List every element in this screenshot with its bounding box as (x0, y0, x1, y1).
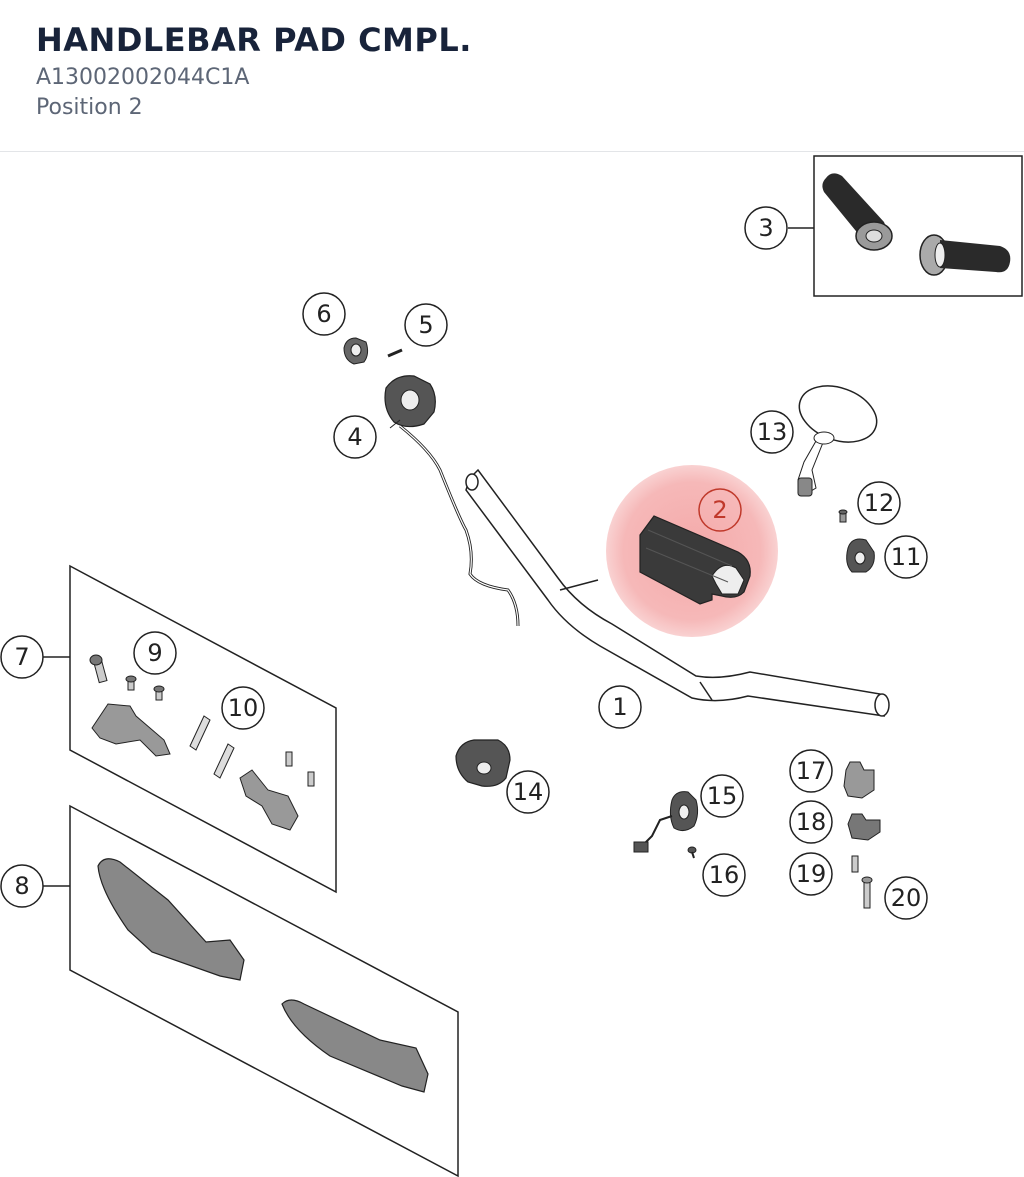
callout-label: 8 (14, 872, 29, 900)
callout-2[interactable]: 2 (698, 488, 742, 532)
callout-5[interactable]: 5 (404, 303, 448, 347)
callout-label: 9 (147, 639, 162, 667)
leader-line-4 (389, 419, 401, 429)
exploded-parts-diagram: 1 2 3 4 5 6 7 8 9 10 11 12 (0, 152, 1024, 1177)
callout-label: 16 (709, 861, 740, 889)
grips-box (813, 155, 1023, 297)
callout-label: 4 (347, 423, 362, 451)
callout-label: 1 (612, 693, 627, 721)
callout-13[interactable]: 13 (750, 410, 794, 454)
callout-label: 2 (712, 496, 727, 524)
callout-label: 14 (513, 778, 544, 806)
callout-label: 17 (796, 757, 827, 785)
callout-11[interactable]: 11 (884, 535, 928, 579)
throttle-housing (384, 375, 520, 627)
callout-7[interactable]: 7 (0, 635, 44, 679)
callout-8[interactable]: 8 (0, 864, 44, 908)
cable-clamp (343, 337, 369, 365)
grip-right (919, 234, 1011, 276)
callout-label: 3 (758, 214, 773, 242)
mirror (797, 385, 878, 497)
callout-label: 13 (757, 418, 788, 446)
screw-12 (838, 509, 848, 523)
bracket-17 (843, 761, 875, 799)
callout-label: 5 (418, 311, 433, 339)
grip-left (822, 173, 893, 251)
callout-20[interactable]: 20 (884, 876, 928, 920)
page-header: HANDLEBAR PAD CMPL. A13002002044C1A Posi… (0, 0, 1024, 152)
callout-label: 20 (891, 884, 922, 912)
clamp-18 (847, 813, 881, 841)
screw-5 (387, 348, 403, 358)
callout-3[interactable]: 3 (744, 206, 788, 250)
callout-18[interactable]: 18 (789, 800, 833, 844)
diagram-canvas: 1 2 3 4 5 6 7 8 9 10 11 12 (0, 155, 1023, 1177)
callout-label: 19 (796, 860, 827, 888)
handlebar (465, 468, 890, 717)
clamp-11 (846, 538, 875, 573)
callout-10[interactable]: 10 (221, 686, 265, 730)
callout-label: 11 (891, 543, 922, 571)
switch-14 (455, 739, 511, 787)
callout-label: 15 (707, 782, 738, 810)
callout-6[interactable]: 6 (302, 292, 346, 336)
page-title: HANDLEBAR PAD CMPL. (36, 21, 472, 59)
part-number: A13002002044C1A (36, 65, 250, 90)
callout-1[interactable]: 1 (598, 685, 642, 729)
switch-15 (633, 791, 699, 853)
callout-label: 10 (228, 694, 259, 722)
callout-label: 12 (864, 489, 895, 517)
callout-12[interactable]: 12 (857, 481, 901, 525)
position-label: Position 2 (36, 95, 143, 120)
callout-4[interactable]: 4 (333, 415, 377, 459)
callout-19[interactable]: 19 (789, 852, 833, 896)
callout-16[interactable]: 16 (702, 853, 746, 897)
callout-label: 7 (14, 643, 29, 671)
screw-19 (851, 855, 859, 873)
callout-label: 6 (316, 300, 331, 328)
callout-17[interactable]: 17 (789, 749, 833, 793)
handlebar-pad (639, 515, 751, 605)
callout-label: 18 (796, 808, 827, 836)
callout-15[interactable]: 15 (700, 774, 744, 818)
screw-20 (861, 876, 873, 909)
callout-14[interactable]: 14 (506, 770, 550, 814)
callout-9[interactable]: 9 (133, 631, 177, 675)
handguards-box (42, 804, 459, 1177)
screw-16 (687, 846, 697, 859)
